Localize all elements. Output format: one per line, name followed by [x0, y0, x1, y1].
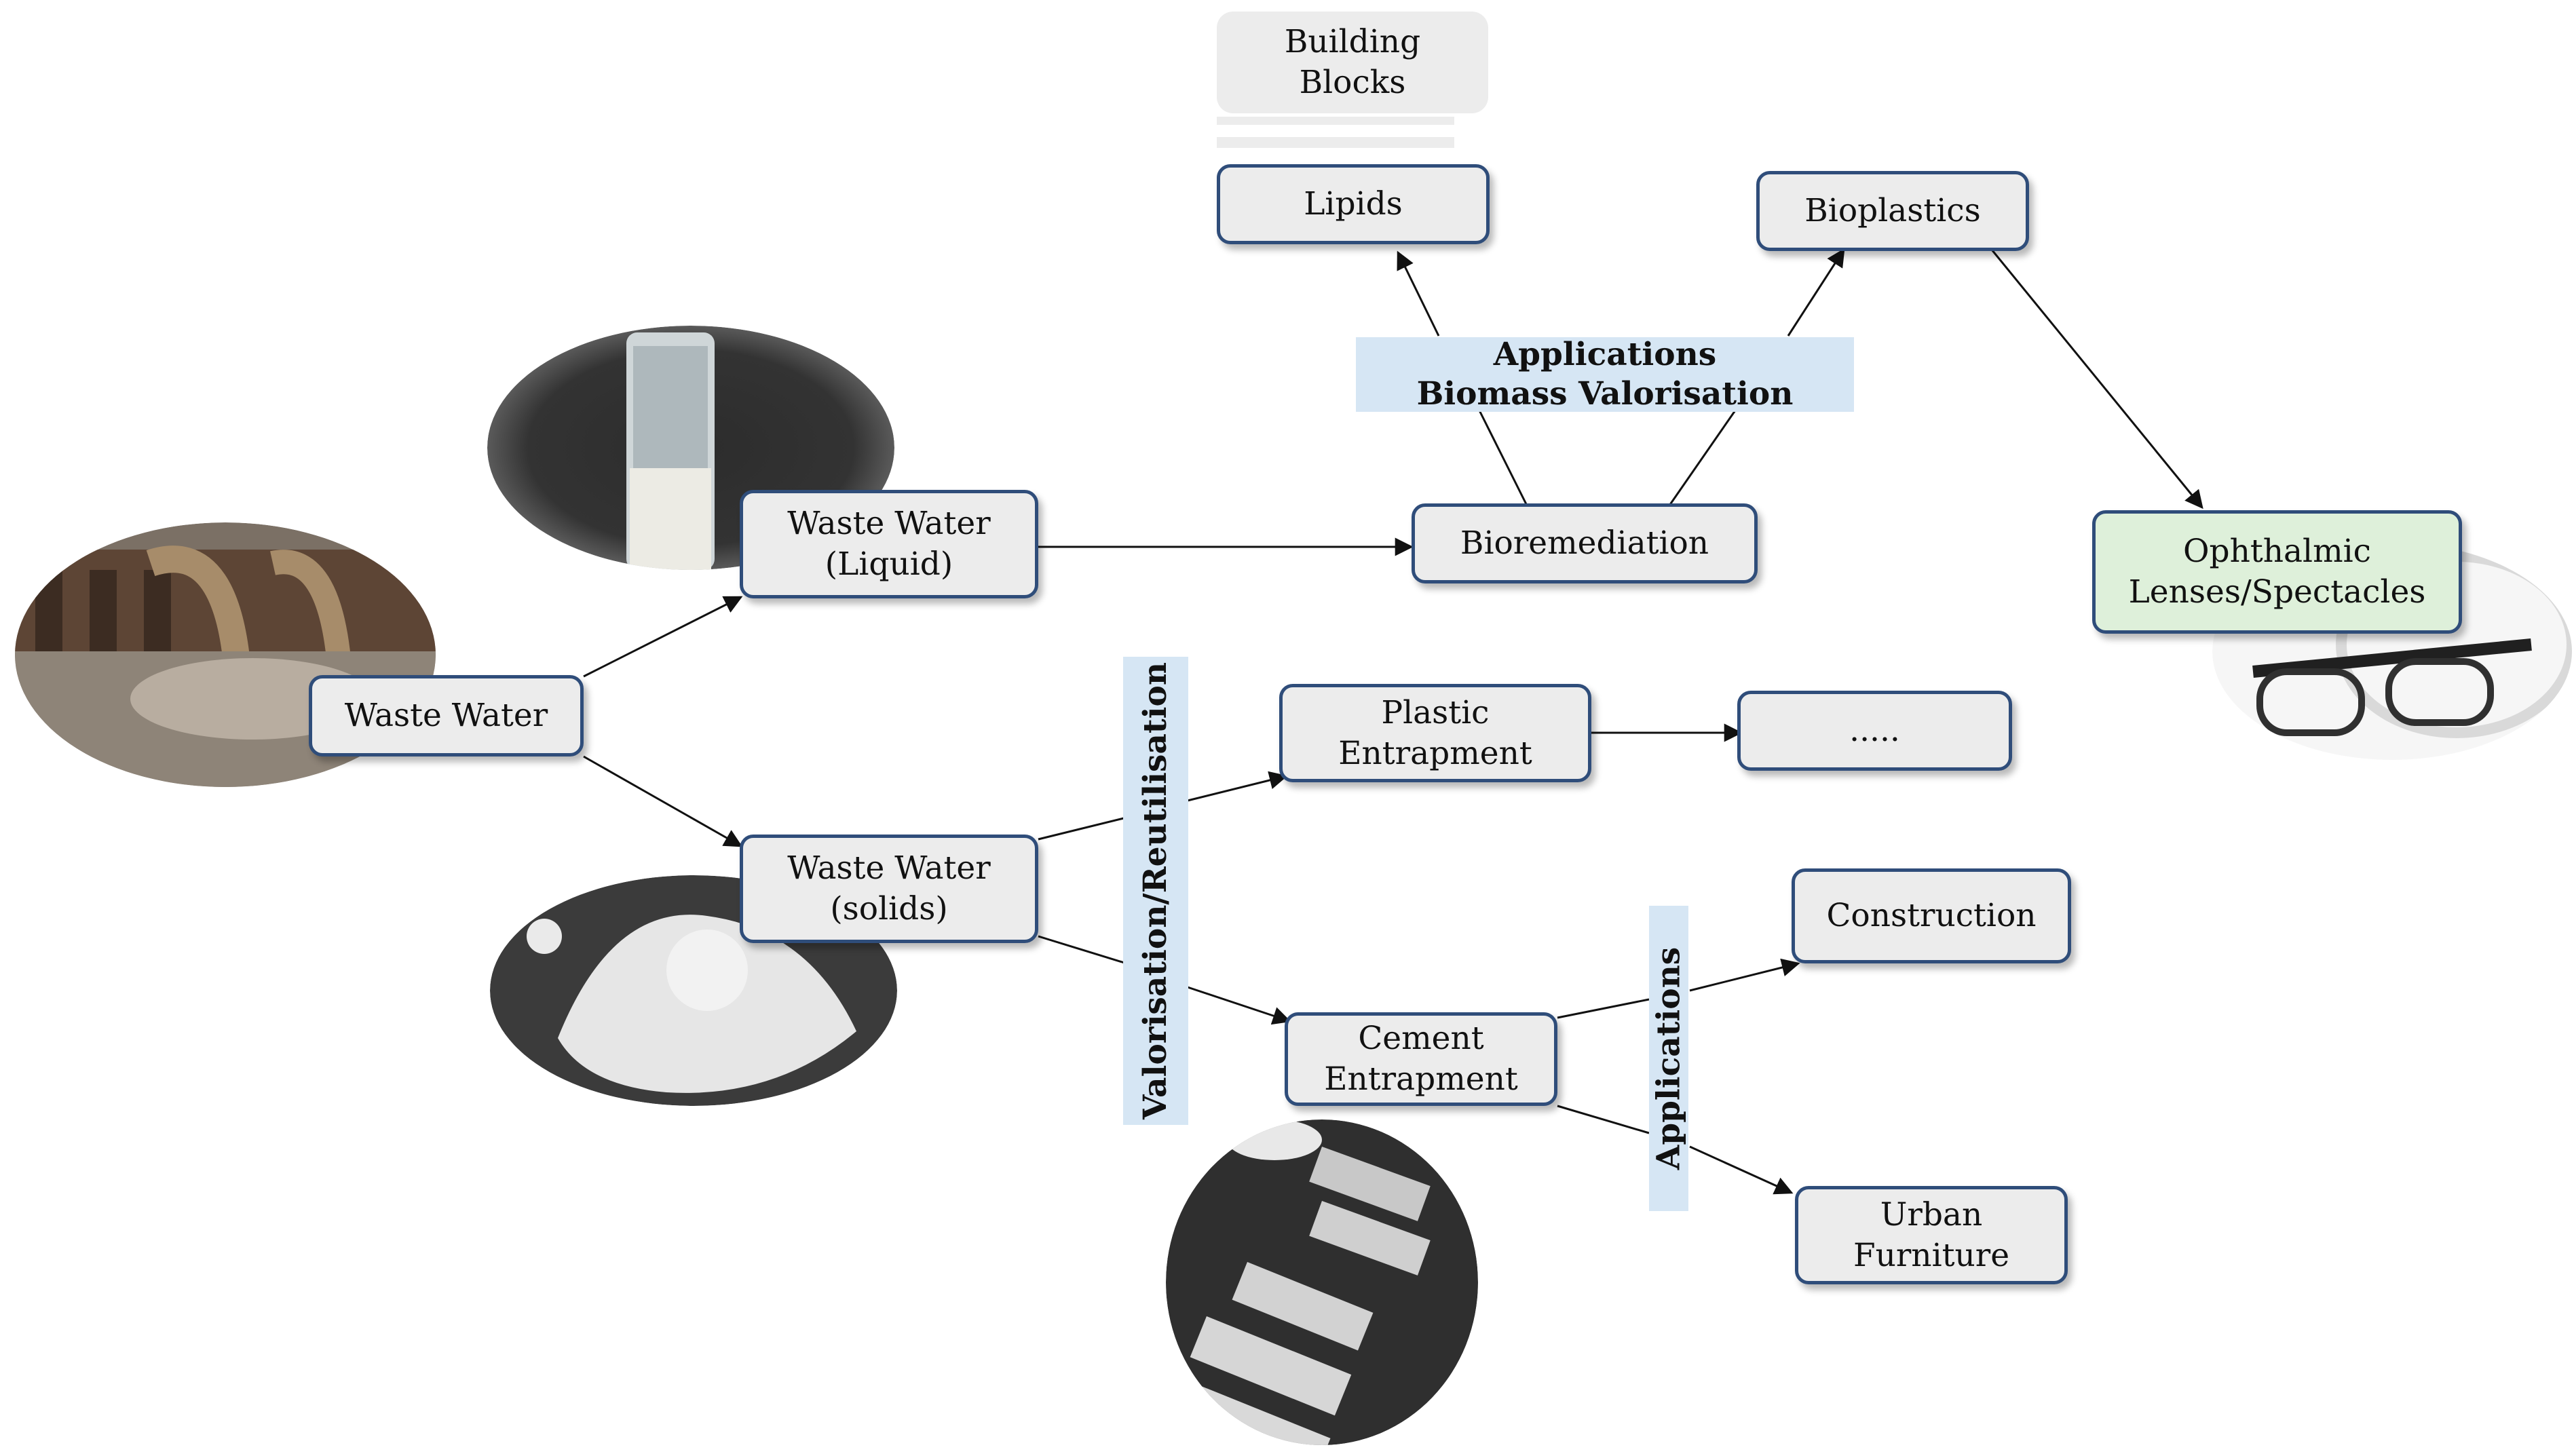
vial-photo	[487, 326, 894, 570]
line-bioremediation-to-band-left	[1478, 410, 1528, 506]
line-solids-to-band-lower	[1038, 935, 1127, 965]
node-building-blocks: Building Blocks	[1217, 12, 1488, 113]
arrow-band-to-construction	[1689, 958, 1800, 992]
building-blocks-text: Building Blocks	[1284, 23, 1421, 101]
waste-water-liquid-text: Waste Water (Liquid)	[787, 505, 991, 583]
line-solids-to-band-upper	[1038, 816, 1127, 841]
node-plastic-entrapment: Plastic Entrapment	[1279, 684, 1591, 782]
construction-text: Construction	[1826, 897, 2037, 934]
waste-water-text: Waste Water	[344, 697, 548, 734]
node-urban-furniture: Urban Furniture	[1795, 1186, 2068, 1284]
lipids-text: Lipids	[1304, 185, 1403, 223]
building-blocks-strip	[1217, 117, 1454, 125]
node-ellipsis: .....	[1737, 691, 2012, 771]
node-waste-water-solids: Waste Water (solids)	[740, 835, 1038, 943]
arrow-band-to-lipids	[1397, 250, 1440, 337]
line-cement-to-band-lower	[1557, 1105, 1650, 1134]
node-waste-water: Waste Water	[309, 675, 584, 756]
node-lipids: Lipids	[1217, 164, 1490, 244]
arrow-band-to-plastic-entrapment	[1187, 771, 1288, 802]
node-construction: Construction	[1792, 868, 2071, 963]
waste-water-solids-text: Waste Water (solids)	[787, 849, 991, 927]
arrow-waste-water-to-liquid	[583, 596, 743, 678]
applications-band: Applications	[1649, 906, 1688, 1211]
applications-biomass-band: Applications Biomass Valorisation	[1356, 336, 1854, 413]
arrow-waste-water-to-solids	[583, 755, 743, 847]
arrow-bioplastics-to-ophthalmic	[1990, 249, 2203, 510]
applications-biomass-label: Applications Biomass Valorisation	[1416, 336, 1794, 413]
valorisation-label: Valorisation/Reutilisation	[1137, 662, 1174, 1119]
node-bioremediation: Bioremediation	[1412, 503, 1758, 583]
building-blocks-strip-2	[1217, 137, 1454, 148]
urban-furniture-text: Urban Furniture	[1853, 1195, 2010, 1274]
ophthalmic-text: Ophthalmic Lenses/Spectacles	[2128, 533, 2426, 611]
arrow-band-to-urban-furniture	[1689, 1145, 1794, 1195]
bioremediation-text: Bioremediation	[1460, 524, 1709, 562]
node-cement-entrapment: Cement Entrapment	[1285, 1012, 1557, 1106]
valorisation-band: Valorisation/Reutilisation	[1123, 657, 1188, 1125]
node-ophthalmic-lenses: Ophthalmic Lenses/Spectacles	[2092, 510, 2462, 634]
arrow-band-to-cement-entrapment	[1187, 986, 1291, 1025]
ellipsis-text: .....	[1849, 712, 1900, 749]
node-waste-water-liquid: Waste Water (Liquid)	[740, 490, 1038, 598]
line-cement-to-band-upper	[1557, 998, 1650, 1019]
cement-entrapment-text: Cement Entrapment	[1324, 1020, 1518, 1098]
applications-label: Applications	[1650, 946, 1687, 1170]
node-bioplastics: Bioplastics	[1756, 171, 2029, 251]
arrow-band-to-bioplastics	[1787, 248, 1845, 337]
plastic-entrapment-text: Plastic Entrapment	[1338, 693, 1532, 772]
bioplastics-text: Bioplastics	[1804, 192, 1981, 229]
line-bioremediation-to-band-right	[1668, 410, 1737, 506]
